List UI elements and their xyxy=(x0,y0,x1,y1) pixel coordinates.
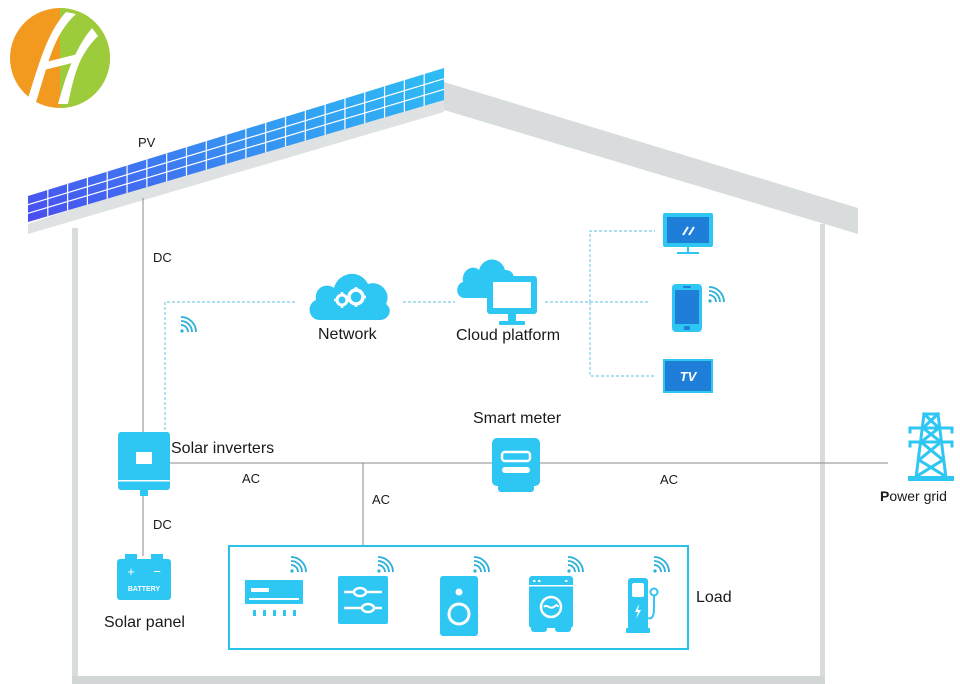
network-label: Network xyxy=(318,326,377,343)
floor xyxy=(72,676,825,684)
power-grid-label-rest: ower grid xyxy=(889,488,947,504)
wifi-icon-phone xyxy=(708,286,725,303)
tv-icon-text: TV xyxy=(679,368,697,384)
wifi-icon-ev xyxy=(653,556,670,573)
pv-row-divider xyxy=(27,88,445,214)
wifi-icon-ac xyxy=(290,556,307,573)
dc-label-bottom: DC xyxy=(153,517,172,532)
ac-label-left: AC xyxy=(242,471,261,486)
smartphone-icon xyxy=(672,284,702,332)
power-grid-label-initial: P xyxy=(880,488,890,504)
cloud-gears-icon xyxy=(309,273,390,320)
solar-panel-label: Solar panel xyxy=(104,614,185,631)
pv-row-divider xyxy=(27,78,445,206)
load-box xyxy=(228,545,689,650)
inverter-icon xyxy=(118,432,170,496)
ev-charger-icon xyxy=(626,578,659,633)
wifi-icon-inverter xyxy=(180,316,197,333)
monitor-icon xyxy=(663,213,713,254)
smart-meter-label: Smart meter xyxy=(473,410,562,427)
ac-label-right: AC xyxy=(660,472,679,487)
battery-plus: + xyxy=(127,564,135,579)
speaker-icon xyxy=(440,576,478,636)
wall-left xyxy=(72,228,78,680)
power-grid-label: Power grid xyxy=(880,488,947,504)
company-logo xyxy=(10,8,110,108)
wireless-links xyxy=(164,230,655,430)
ac-label-middle: AC xyxy=(372,492,391,507)
air-conditioner-icon xyxy=(245,580,303,616)
dc-label-top: DC xyxy=(153,250,172,265)
tv-icon: TV xyxy=(663,359,713,393)
pv-array xyxy=(27,68,445,222)
wifi-icon-washer xyxy=(567,556,584,573)
wifi-icon-speaker xyxy=(473,556,490,573)
load-label: Load xyxy=(696,589,732,606)
link-cloud-monitor xyxy=(589,230,655,302)
cloud-monitor-icon xyxy=(457,259,537,325)
meter-icon xyxy=(492,438,540,492)
roof-beam-right xyxy=(444,82,858,234)
pv-label: PV xyxy=(138,135,156,150)
wall-right xyxy=(820,224,825,680)
transmission-tower-icon xyxy=(908,412,954,481)
battery-minus: − xyxy=(153,564,161,579)
slider-controls-icon xyxy=(338,576,388,624)
battery-text: BATTERY xyxy=(128,586,161,593)
link-inverter-network xyxy=(164,301,296,430)
solar-inverters-label: Solar inverters xyxy=(171,440,275,457)
battery-icon: + − BATTERY xyxy=(117,554,171,600)
wifi-icon-controller xyxy=(377,556,394,573)
washing-machine-icon xyxy=(529,576,573,632)
link-cloud-tv xyxy=(589,302,655,377)
cloud-platform-label: Cloud platform xyxy=(456,327,561,344)
